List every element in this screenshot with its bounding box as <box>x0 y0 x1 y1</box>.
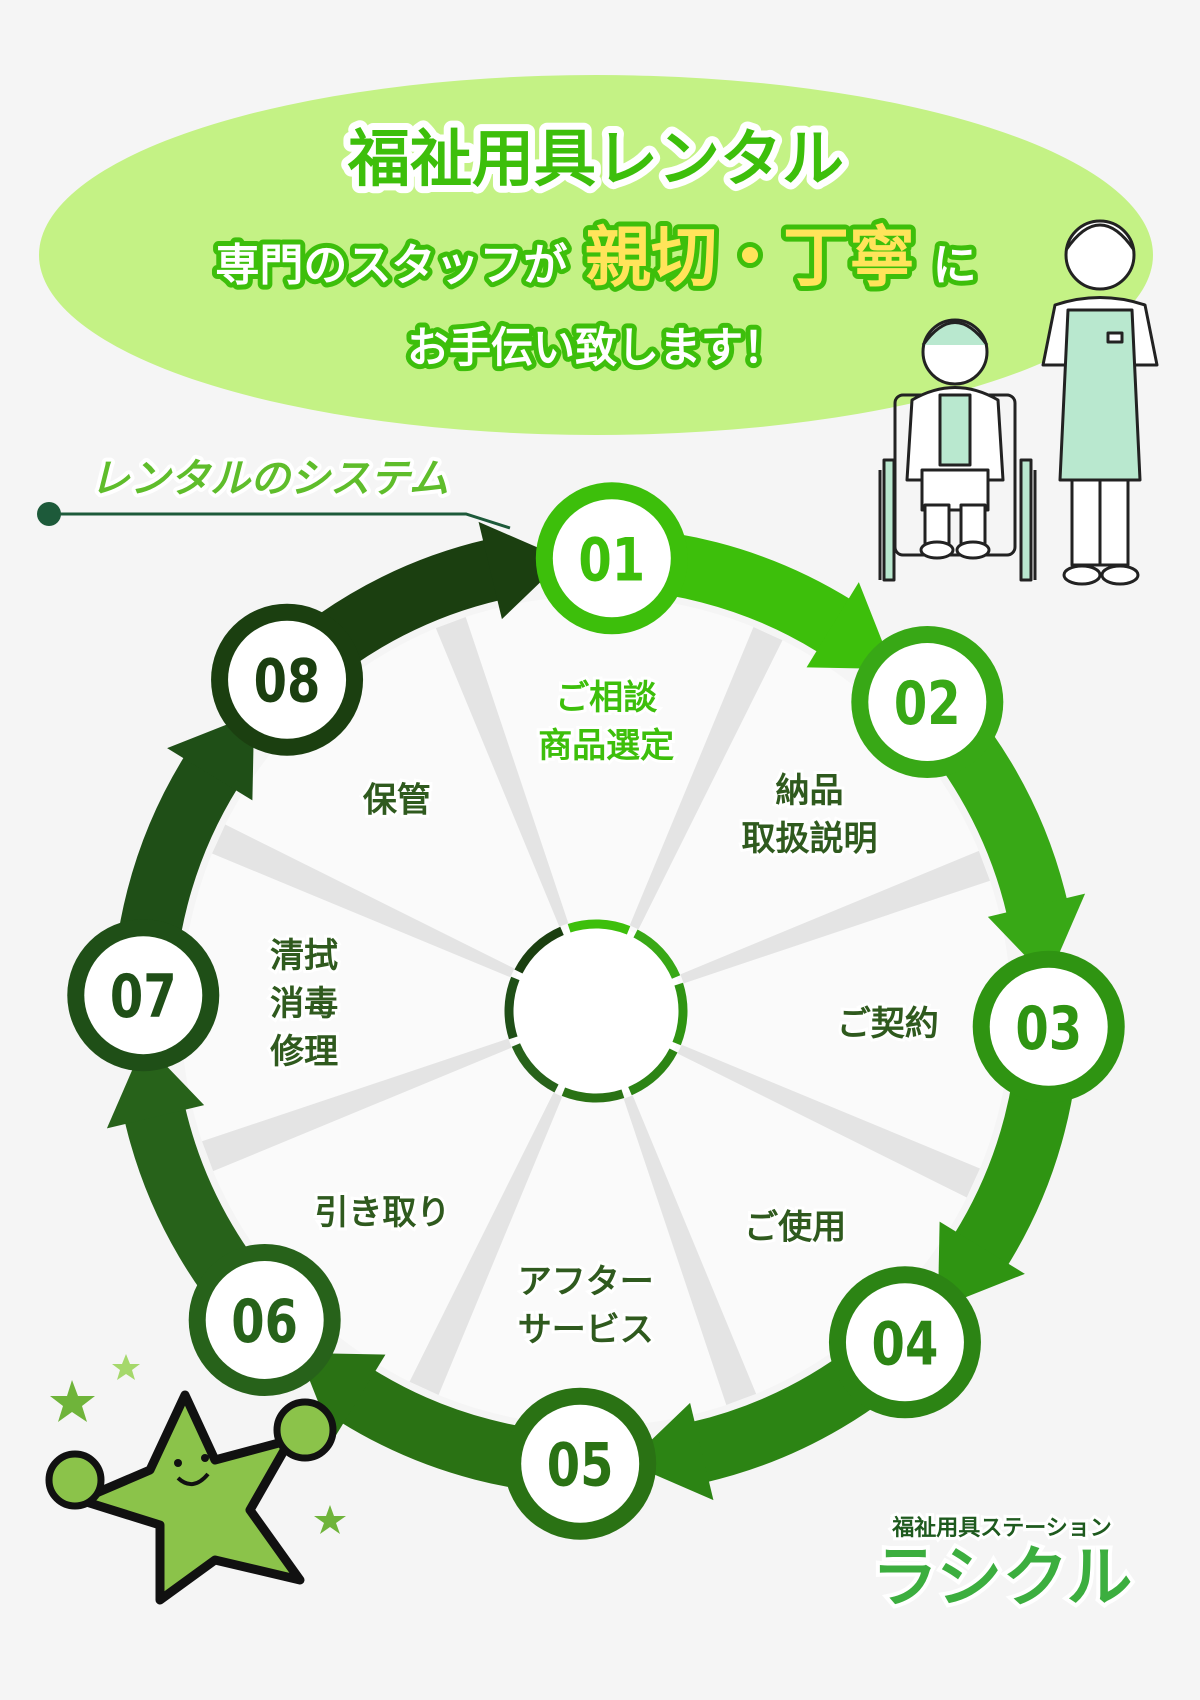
cycle-arrowhead <box>987 893 1086 980</box>
caregiver-illustration <box>878 219 1159 586</box>
small-star-icon <box>50 1380 95 1422</box>
step-03: 03 ご契約 <box>834 950 1125 1103</box>
subtitle-part-1: 専門のスタッフが <box>215 240 567 291</box>
center-ring-segment <box>504 976 520 1040</box>
step-label: 修理 <box>269 1032 338 1072</box>
step-badge-inner <box>868 643 987 762</box>
step-04: 04 ご使用 <box>741 1205 981 1419</box>
step-label: 取扱説明 <box>742 819 878 859</box>
wheel-divider <box>212 824 515 978</box>
cycle-arrowhead <box>167 713 255 801</box>
step-number: 04 <box>872 1309 939 1379</box>
star-mascot <box>45 1354 346 1605</box>
cycle-arrowhead <box>298 1352 386 1440</box>
step-number: 01 <box>578 525 645 595</box>
logo-subtitle: 福祉用具ステーション <box>891 1516 1112 1541</box>
small-star-icon <box>314 1505 346 1534</box>
step-label: 納品 <box>776 771 844 811</box>
center-ring-segment <box>672 982 688 1046</box>
step-label: ご相談 <box>555 678 658 718</box>
step-badge-inner <box>84 936 203 1055</box>
center-ring-segment <box>511 1043 559 1093</box>
center-ring-segment <box>561 1087 625 1103</box>
step-06: 06 引き取り <box>188 1190 453 1396</box>
step-badge-inner <box>521 1404 640 1523</box>
heading-line <box>49 512 511 530</box>
center-ring-segment <box>514 926 564 974</box>
section-heading: レンタルのシステム <box>37 452 511 530</box>
step-number: 06 <box>231 1287 298 1357</box>
wheel-divider <box>629 627 783 930</box>
step-label: 清拭 <box>270 936 338 976</box>
cycle-arrowhead <box>478 521 565 620</box>
wheel-divider <box>409 1092 563 1395</box>
step-number: 03 <box>1015 994 1082 1064</box>
step-label: アフター <box>518 1262 654 1302</box>
subtitle-emphasis: 親切・丁寧 <box>585 219 915 296</box>
cycle-arrowhead <box>937 1221 1025 1309</box>
cycle-arrowhead <box>106 1042 205 1129</box>
brand-logo: 福祉用具ステーション ラシクル <box>868 1513 1137 1620</box>
cycle-arrowhead <box>806 582 894 670</box>
small-star-icon <box>112 1354 140 1380</box>
header-tagline: お手伝い致します！ <box>407 323 785 372</box>
step-label: 消毒 <box>270 984 338 1024</box>
center-ring-segment <box>633 929 681 979</box>
header-title: 福祉用具レンタル <box>347 122 844 195</box>
section-heading-text: レンタルのシステム <box>90 456 449 502</box>
step-label: 引き取り <box>314 1193 450 1233</box>
step-label: ご使用 <box>744 1208 846 1248</box>
step-number: 02 <box>894 669 961 739</box>
step-badge-inner <box>228 620 347 739</box>
wheel-divider <box>201 1038 512 1172</box>
step-08: 08 保管 <box>211 603 434 823</box>
center-ring-segment <box>628 1048 678 1096</box>
step-badge-inner <box>989 967 1108 1086</box>
center-circle <box>509 924 683 1098</box>
wheel-divider <box>677 1044 980 1198</box>
cycle-arrowhead <box>627 1402 714 1501</box>
wheel-divider <box>680 850 991 984</box>
step-badge-inner <box>845 1283 964 1402</box>
subtitle-part-2: に <box>933 240 977 291</box>
step-label: サービス <box>518 1310 654 1350</box>
wheel-divider <box>435 616 569 927</box>
center-ring-segment <box>567 919 631 935</box>
header-bubble <box>39 75 1153 435</box>
step-number: 08 <box>254 646 321 716</box>
logo-name: ラシクル <box>872 1539 1133 1616</box>
header-subtitle: 専門のスタッフが 親切・丁寧 に <box>215 219 976 296</box>
star-body <box>75 1390 305 1605</box>
step-label: 保管 <box>363 780 431 820</box>
step-badge-inner <box>205 1260 324 1379</box>
step-number: 07 <box>110 962 177 1032</box>
wheel-divider <box>623 1095 757 1406</box>
step-label: 商品選定 <box>538 726 674 766</box>
step-number: 05 <box>547 1431 614 1501</box>
step-badge-inner <box>552 499 671 618</box>
step-label: ご契約 <box>837 1004 939 1044</box>
